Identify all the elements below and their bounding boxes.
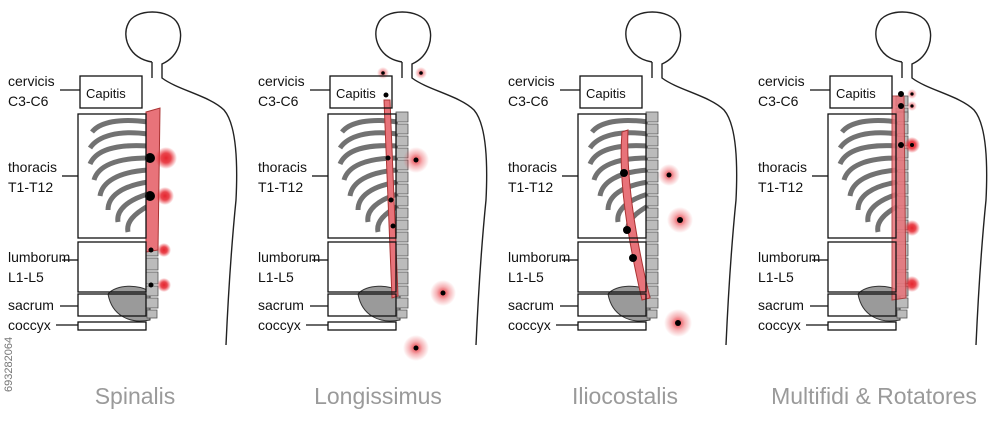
trigger-point: [910, 104, 913, 107]
cervicis-range: C3-C6: [8, 93, 49, 109]
trigger-point: [414, 346, 419, 351]
pain-zone: [155, 147, 177, 169]
sacrum-label: sacrum: [508, 297, 554, 313]
panel-longissimus: Capitis cervicis C3-C6 thoracis T1-T12 l…: [258, 12, 487, 409]
cervicis-range: C3-C6: [258, 93, 299, 109]
trigger-point: [149, 283, 154, 288]
lumborum-label: lumborum: [258, 249, 320, 265]
thoracis-range: T1-T12: [758, 179, 803, 195]
capitis-label: Capitis: [586, 86, 626, 101]
thoracis-label: thoracis: [258, 159, 307, 175]
trigger-point: [384, 93, 389, 98]
trigger-point: [386, 156, 391, 161]
pain-zone: [157, 243, 171, 257]
lumborum-range: L1-L5: [508, 269, 544, 285]
trigger-point: [629, 254, 637, 262]
trigger-point: [910, 92, 913, 95]
pain-zone: [904, 276, 920, 292]
sacrum-label: sacrum: [8, 297, 54, 313]
panel-iliocostalis: Capitis cervicis C3-C6 thoracis T1-T12 l…: [508, 12, 737, 409]
lumborum-label: lumborum: [508, 249, 570, 265]
multifidi-muscle: [892, 96, 906, 300]
spinalis-muscle: [146, 108, 160, 252]
cervicis-range: C3-C6: [758, 93, 799, 109]
cervicis-label: cervicis: [758, 73, 805, 89]
ribcage: [590, 120, 648, 232]
pain-zone: [904, 220, 920, 236]
panel-spinalis: Capitis cervicis C3-C6 thoracis T1-T12 l…: [8, 12, 237, 409]
capitis-label: Capitis: [836, 86, 876, 101]
trigger-point: [441, 291, 446, 296]
cervicis-range: C3-C6: [508, 93, 549, 109]
coccyx-label: coccyx: [758, 317, 801, 333]
trigger-point: [414, 158, 419, 163]
trigger-point: [623, 226, 631, 234]
trigger-point: [667, 173, 672, 178]
panel-caption: Longissimus: [314, 383, 442, 409]
panel-caption: Spinalis: [95, 383, 176, 409]
trigger-point: [389, 198, 394, 203]
thoracis-range: T1-T12: [508, 179, 553, 195]
panel-caption: Multifidi & Rotatores: [771, 383, 977, 409]
thoracis-label: thoracis: [508, 159, 557, 175]
trigger-point: [149, 248, 154, 253]
panel-multifidi-rotatores: Capitis cervicis C3-C6 thoracis T1-T12 l…: [758, 12, 987, 409]
cervicis-label: cervicis: [8, 73, 55, 89]
trigger-point: [381, 71, 385, 75]
thoracis-range: T1-T12: [8, 179, 53, 195]
lumborum-label: lumborum: [758, 249, 820, 265]
trigger-point: [898, 91, 904, 97]
trigger-point: [677, 217, 683, 223]
capitis-label: Capitis: [336, 86, 376, 101]
sacrum-label: sacrum: [258, 297, 304, 313]
ribcage: [840, 120, 898, 232]
coccyx-label: coccyx: [508, 317, 551, 333]
thoracis-range: T1-T12: [258, 179, 303, 195]
trigger-point: [675, 320, 681, 326]
lumborum-label: lumborum: [8, 249, 70, 265]
lumborum-range: L1-L5: [258, 269, 294, 285]
thoracis-label: thoracis: [758, 159, 807, 175]
trigger-point: [898, 103, 904, 109]
cervicis-label: cervicis: [258, 73, 305, 89]
pain-zone: [157, 278, 171, 292]
watermark-id: 693282064: [3, 337, 15, 392]
panel-caption: Iliocostalis: [572, 383, 678, 409]
trigger-point: [910, 143, 914, 147]
coccyx-label: coccyx: [8, 317, 51, 333]
lumborum-range: L1-L5: [758, 269, 794, 285]
capitis-label: Capitis: [86, 86, 126, 101]
sacrum-label: sacrum: [758, 297, 804, 313]
coccyx-label: coccyx: [258, 317, 301, 333]
trigger-point: [391, 224, 396, 229]
trigger-point: [898, 142, 904, 148]
trigger-point: [620, 169, 628, 177]
trigger-point: [419, 71, 423, 75]
cervicis-label: cervicis: [508, 73, 555, 89]
thoracis-label: thoracis: [8, 159, 57, 175]
ribcage: [90, 120, 148, 232]
lumborum-range: L1-L5: [8, 269, 44, 285]
pain-zone: [156, 187, 174, 205]
